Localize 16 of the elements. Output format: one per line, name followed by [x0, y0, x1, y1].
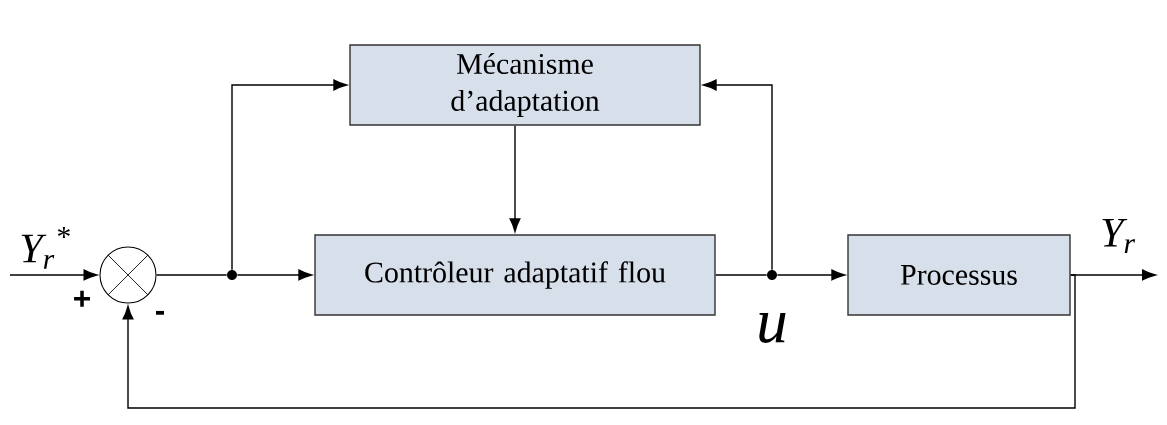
signal-label: Y$_{r}$ [1102, 218, 1136, 254]
arrow [702, 79, 773, 271]
arrow [509, 125, 521, 233]
signal-label: + [74, 290, 90, 307]
signal-label: Y$_{r}$* [21, 227, 70, 269]
signal-label: u [759, 313, 786, 343]
arrow [122, 274, 1076, 409]
block-box: Contrôleur adaptatif flou [314, 234, 716, 316]
arrow [231, 79, 348, 271]
arrow [9, 269, 98, 281]
arrow [776, 269, 846, 281]
summing-junction [99, 246, 157, 304]
block-box: Mécanisme d’adaptation [349, 44, 701, 126]
block-box: Processus [847, 234, 1071, 316]
signal-label: - [156, 310, 164, 315]
arrow [236, 269, 313, 281]
